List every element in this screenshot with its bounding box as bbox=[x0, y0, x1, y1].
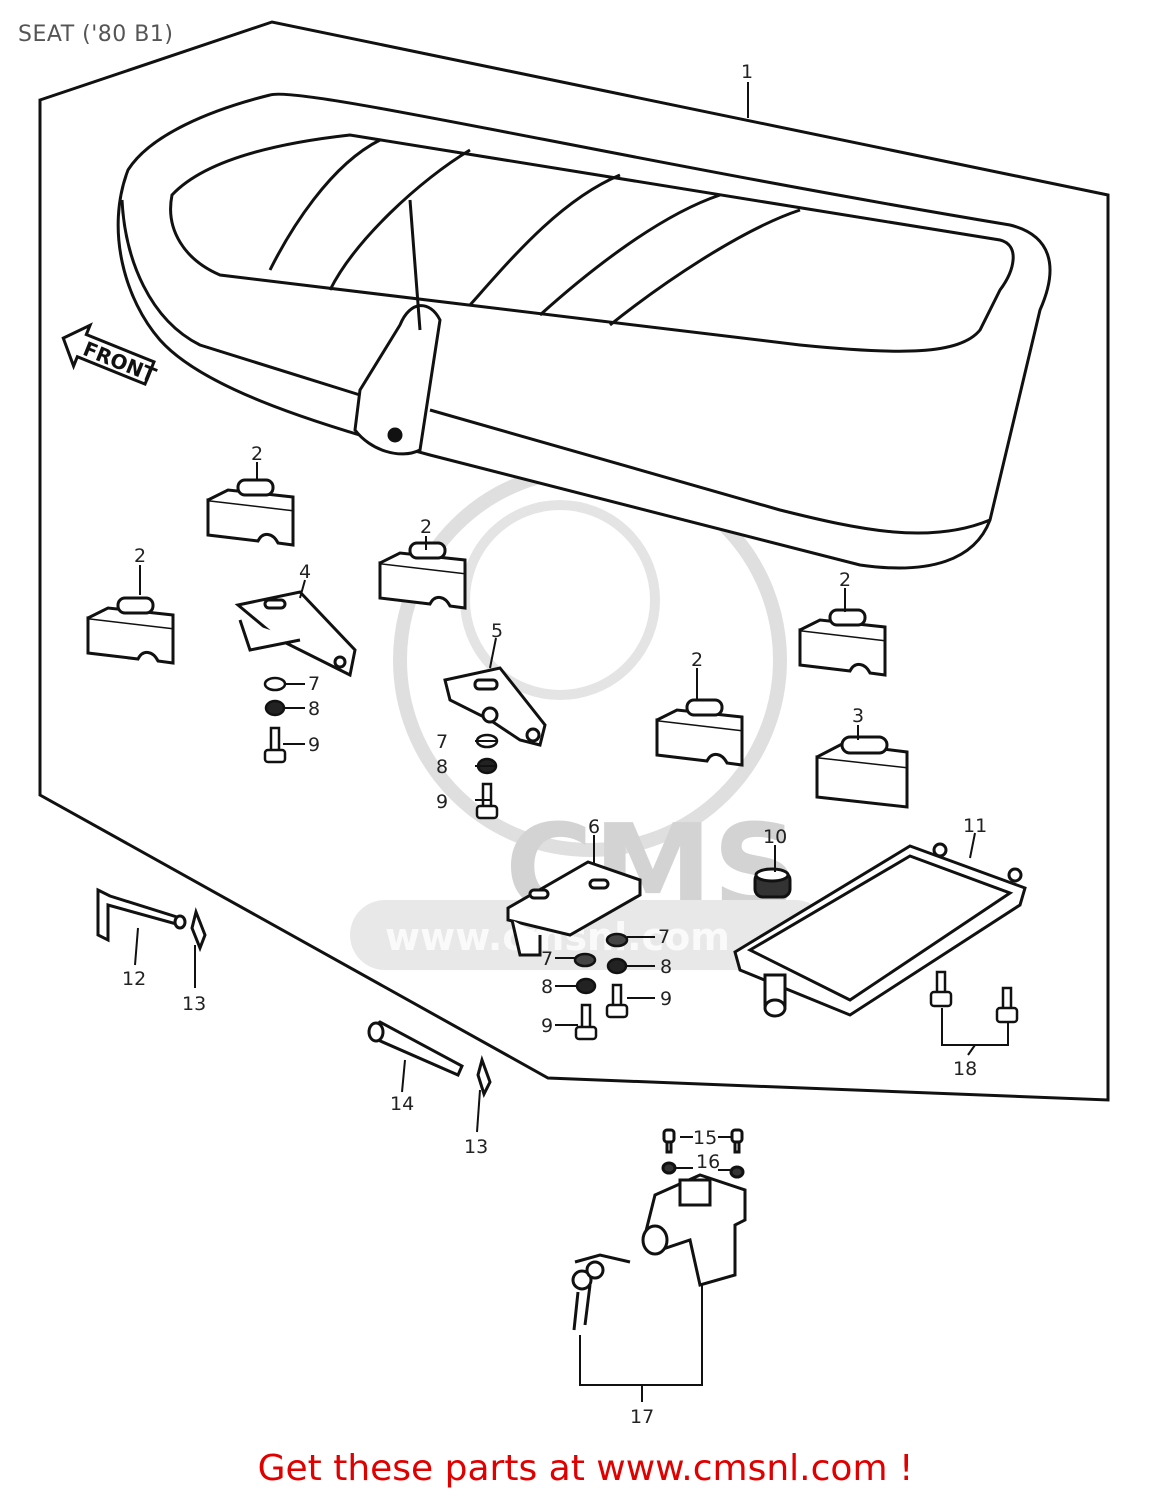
callout-13: 13 bbox=[182, 993, 206, 1015]
footer-promo: Get these parts at www.cmsnl.com ! bbox=[257, 1448, 914, 1489]
callout-9: 9 bbox=[436, 791, 448, 813]
bolt bbox=[929, 970, 953, 1008]
page-title: SEAT ('80 B1) bbox=[18, 22, 174, 47]
callout-4: 4 bbox=[299, 561, 311, 583]
front-arrow: FRONT bbox=[61, 322, 160, 388]
rubber-damper bbox=[378, 541, 467, 610]
rubber-damper bbox=[206, 478, 295, 547]
callout-2: 2 bbox=[420, 516, 432, 538]
callout-2: 2 bbox=[134, 545, 146, 567]
callout-8: 8 bbox=[541, 976, 553, 998]
rubber-damper bbox=[655, 698, 744, 767]
washer bbox=[729, 1165, 745, 1179]
rubber-damper bbox=[798, 608, 887, 677]
seat-bracket-5 bbox=[443, 666, 547, 747]
bolt bbox=[475, 782, 499, 820]
callout-14: 14 bbox=[390, 1093, 414, 1115]
callout-7: 7 bbox=[658, 926, 670, 948]
callout-7: 7 bbox=[308, 673, 320, 695]
washer bbox=[573, 952, 597, 968]
callout-12: 12 bbox=[122, 968, 146, 990]
callout-9: 9 bbox=[660, 988, 672, 1010]
callout-11: 11 bbox=[963, 815, 987, 837]
callout-2: 2 bbox=[691, 649, 703, 671]
callout-17: 17 bbox=[630, 1406, 654, 1428]
callout-9: 9 bbox=[541, 1015, 553, 1037]
screw bbox=[662, 1128, 676, 1154]
lock-keys bbox=[571, 1253, 631, 1331]
callout-3: 3 bbox=[852, 705, 864, 727]
callout-6: 6 bbox=[588, 816, 600, 838]
callout-8: 8 bbox=[436, 756, 448, 778]
tool-tray bbox=[733, 842, 1027, 1018]
callout-18: 18 bbox=[953, 1058, 977, 1080]
callout-2: 2 bbox=[839, 569, 851, 591]
seat-bracket-4 bbox=[234, 590, 357, 678]
callout-8: 8 bbox=[660, 956, 672, 978]
nut bbox=[264, 699, 286, 717]
screw bbox=[730, 1128, 744, 1154]
grommet bbox=[753, 867, 792, 899]
hinge-pin bbox=[96, 887, 182, 943]
seat-cushion bbox=[116, 92, 1052, 570]
rubber-damper-solid bbox=[815, 735, 909, 809]
washer bbox=[263, 676, 287, 692]
washer bbox=[605, 932, 629, 948]
nut bbox=[606, 957, 628, 975]
callout-13: 13 bbox=[464, 1136, 488, 1158]
callout-7: 7 bbox=[436, 731, 448, 753]
rubber-damper bbox=[86, 596, 175, 665]
tray-knob bbox=[763, 973, 787, 1018]
cotter-clip bbox=[476, 1055, 492, 1098]
bolt bbox=[574, 1003, 598, 1041]
assembly-outline bbox=[38, 20, 1110, 1102]
callout-9: 9 bbox=[308, 734, 320, 756]
callout-1: 1 bbox=[741, 61, 753, 83]
bolt bbox=[605, 983, 629, 1019]
callout-numbers: 1 2 2 2 2 2 3 4 5 6 7 8 9 7 8 9 7 8 9 7 … bbox=[122, 61, 987, 1428]
callout-16: 16 bbox=[696, 1151, 720, 1173]
callout-8: 8 bbox=[308, 698, 320, 720]
washer bbox=[661, 1161, 677, 1175]
callout-10: 10 bbox=[763, 826, 787, 848]
callout-7: 7 bbox=[541, 948, 553, 970]
bolt bbox=[995, 986, 1019, 1024]
watermark: CMS www.cmsnl.com bbox=[350, 463, 830, 970]
cotter-clip bbox=[190, 907, 207, 953]
callout-15: 15 bbox=[693, 1127, 717, 1149]
nut bbox=[575, 977, 597, 995]
seat-bracket-6 bbox=[506, 860, 642, 957]
bolt bbox=[263, 726, 287, 764]
callout-5: 5 bbox=[491, 620, 503, 642]
leader-lines bbox=[134, 82, 1009, 1402]
front-arrow-label: FRONT bbox=[80, 337, 160, 388]
hinge-pin-long bbox=[370, 1020, 464, 1077]
callout-2: 2 bbox=[251, 443, 263, 465]
